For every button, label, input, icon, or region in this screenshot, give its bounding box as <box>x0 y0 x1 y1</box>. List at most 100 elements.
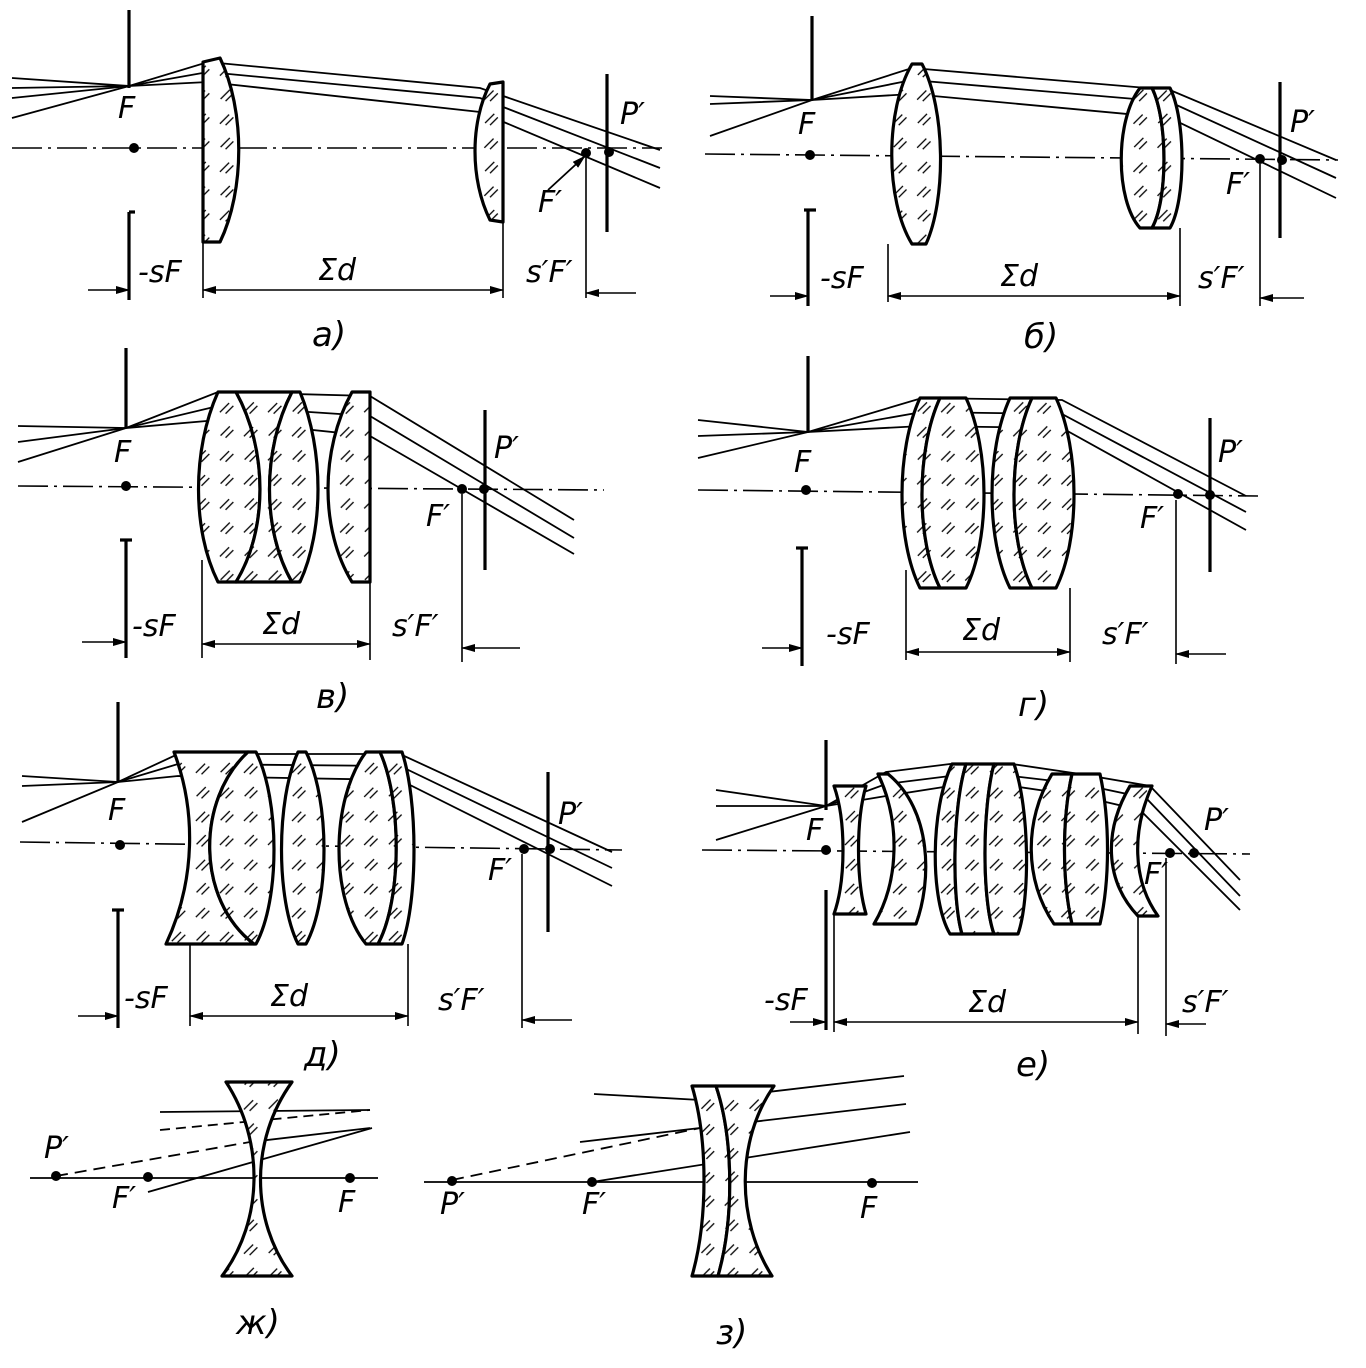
label-f: F <box>338 1185 356 1220</box>
label-p-prime: P′ <box>1204 803 1229 838</box>
panel-a: F F′ P′ -sF Σd s′F′ а) <box>11 10 662 355</box>
ray-bundle <box>55 1109 373 1193</box>
panel-e: F F′ P′ -sF Σd s′F′ е) <box>701 740 1251 1085</box>
label-s-f-prime: s′F′ <box>526 255 573 290</box>
label-f-prime: F′ <box>1144 857 1168 892</box>
front-focus-dot <box>821 845 831 855</box>
label-f: F <box>794 445 812 480</box>
lens-element <box>1109 784 1160 918</box>
back-focus-dot <box>1173 489 1183 499</box>
panel-caption: е) <box>1016 1045 1050 1085</box>
label-s-f-prime: s′F′ <box>438 983 485 1018</box>
label-p-prime: P′ <box>44 1131 69 1166</box>
label-sum-d: Σd <box>262 607 301 642</box>
exit-pupil-dot <box>479 484 489 494</box>
lens-element <box>872 772 928 926</box>
panel-caption: в) <box>316 677 349 717</box>
back-focus-dot <box>587 1177 597 1187</box>
label-sum-d: Σd <box>318 253 357 288</box>
label-f-prime: F′ <box>582 1187 606 1222</box>
label-f: F <box>860 1191 878 1226</box>
back-focus-dot <box>581 148 591 158</box>
label-sum-d: Σd <box>968 985 1007 1020</box>
lens-element <box>208 750 276 946</box>
panel-caption: д) <box>303 1035 341 1075</box>
label-minus-sf: -sF <box>132 609 176 644</box>
label-f: F <box>798 107 816 142</box>
panel-zh: P′ F′ F ж) <box>30 1080 378 1343</box>
lens-element <box>832 784 868 916</box>
lens-element <box>890 62 943 246</box>
back-focus-dot <box>1255 154 1265 164</box>
front-focus-dot <box>115 840 125 850</box>
back-focus-dot <box>143 1172 153 1182</box>
label-sum-d: Σd <box>270 979 309 1014</box>
label-sum-d: Σd <box>962 613 1001 648</box>
label-s-f-prime: s′F′ <box>1198 261 1245 296</box>
label-p-prime: P′ <box>1290 105 1315 140</box>
label-p-prime: P′ <box>1218 435 1243 470</box>
label-f: F <box>118 91 136 126</box>
lens-element <box>268 390 320 584</box>
label-p-prime: P′ <box>558 797 583 832</box>
lens-element <box>473 80 505 224</box>
label-f-prime: F′ <box>112 1181 136 1216</box>
label-minus-sf: -sF <box>124 981 168 1016</box>
panel-caption: а) <box>312 315 346 355</box>
back-focus-dot <box>519 844 529 854</box>
exit-pupil-dot <box>447 1176 457 1186</box>
back-focus-dot <box>457 484 467 494</box>
lens-element <box>714 1084 776 1278</box>
label-f-prime: F′ <box>1140 501 1164 536</box>
label-s-f-prime: s′F′ <box>1102 617 1149 652</box>
exit-pupil-dot <box>1205 490 1215 500</box>
panel-caption: б) <box>1024 317 1058 357</box>
front-focus-dot <box>345 1173 355 1183</box>
front-focus-dot <box>805 150 815 160</box>
front-focus-dot <box>129 143 139 153</box>
label-f: F <box>108 793 126 828</box>
lens-element <box>920 396 986 590</box>
label-f-prime: F′ <box>538 185 562 220</box>
lens-element <box>983 762 1029 936</box>
exit-pupil-dot <box>545 844 555 854</box>
label-p-prime: P′ <box>494 431 519 466</box>
panel-g: F F′ P′ -sF Σd s′F′ г) <box>697 356 1259 725</box>
front-focus-dot <box>867 1178 877 1188</box>
panel-caption: з) <box>716 1313 747 1353</box>
panel-b: F F′ P′ -sF Σd s′F′ б) <box>704 16 1339 357</box>
lens-element <box>279 750 326 946</box>
label-p-prime: P′ <box>620 97 645 132</box>
panel-caption: ж) <box>235 1303 280 1343</box>
lens-element <box>1012 396 1076 590</box>
front-focus-dot <box>121 481 131 491</box>
back-focus-dot <box>1165 848 1175 858</box>
ray-bundle <box>11 61 661 189</box>
label-minus-sf: -sF <box>138 255 182 290</box>
label-f: F <box>806 813 824 848</box>
panel-z: P′ F′ F з) <box>424 1075 918 1353</box>
lens-element <box>376 750 416 946</box>
exit-pupil-dot <box>1189 848 1199 858</box>
panel-caption: г) <box>1018 685 1049 725</box>
label-f-prime: F′ <box>488 853 512 888</box>
label-f-prime: F′ <box>426 499 450 534</box>
label-sum-d: Σd <box>1000 259 1039 294</box>
panel-d: F F′ P′ -sF Σd s′F′ д) <box>19 702 623 1075</box>
leader-arrow <box>547 155 586 191</box>
exit-pupil-dot <box>51 1171 61 1181</box>
label-f-prime: F′ <box>1226 167 1250 202</box>
exit-pupil-dot <box>604 147 614 157</box>
panel-v: F F′ P′ -sF Σd s′F′ в) <box>17 348 605 717</box>
optical-axis <box>704 153 1339 161</box>
label-s-f-prime: s′F′ <box>392 609 439 644</box>
label-minus-sf: -sF <box>826 617 870 652</box>
label-minus-sf: -sF <box>764 983 808 1018</box>
ray-bundle <box>451 1075 911 1183</box>
label-minus-sf: -sF <box>820 261 864 296</box>
lens-element <box>1150 86 1184 230</box>
label-p-prime: P′ <box>440 1187 465 1222</box>
lens-element <box>220 1080 294 1278</box>
label-s-f-prime: s′F′ <box>1182 985 1229 1020</box>
